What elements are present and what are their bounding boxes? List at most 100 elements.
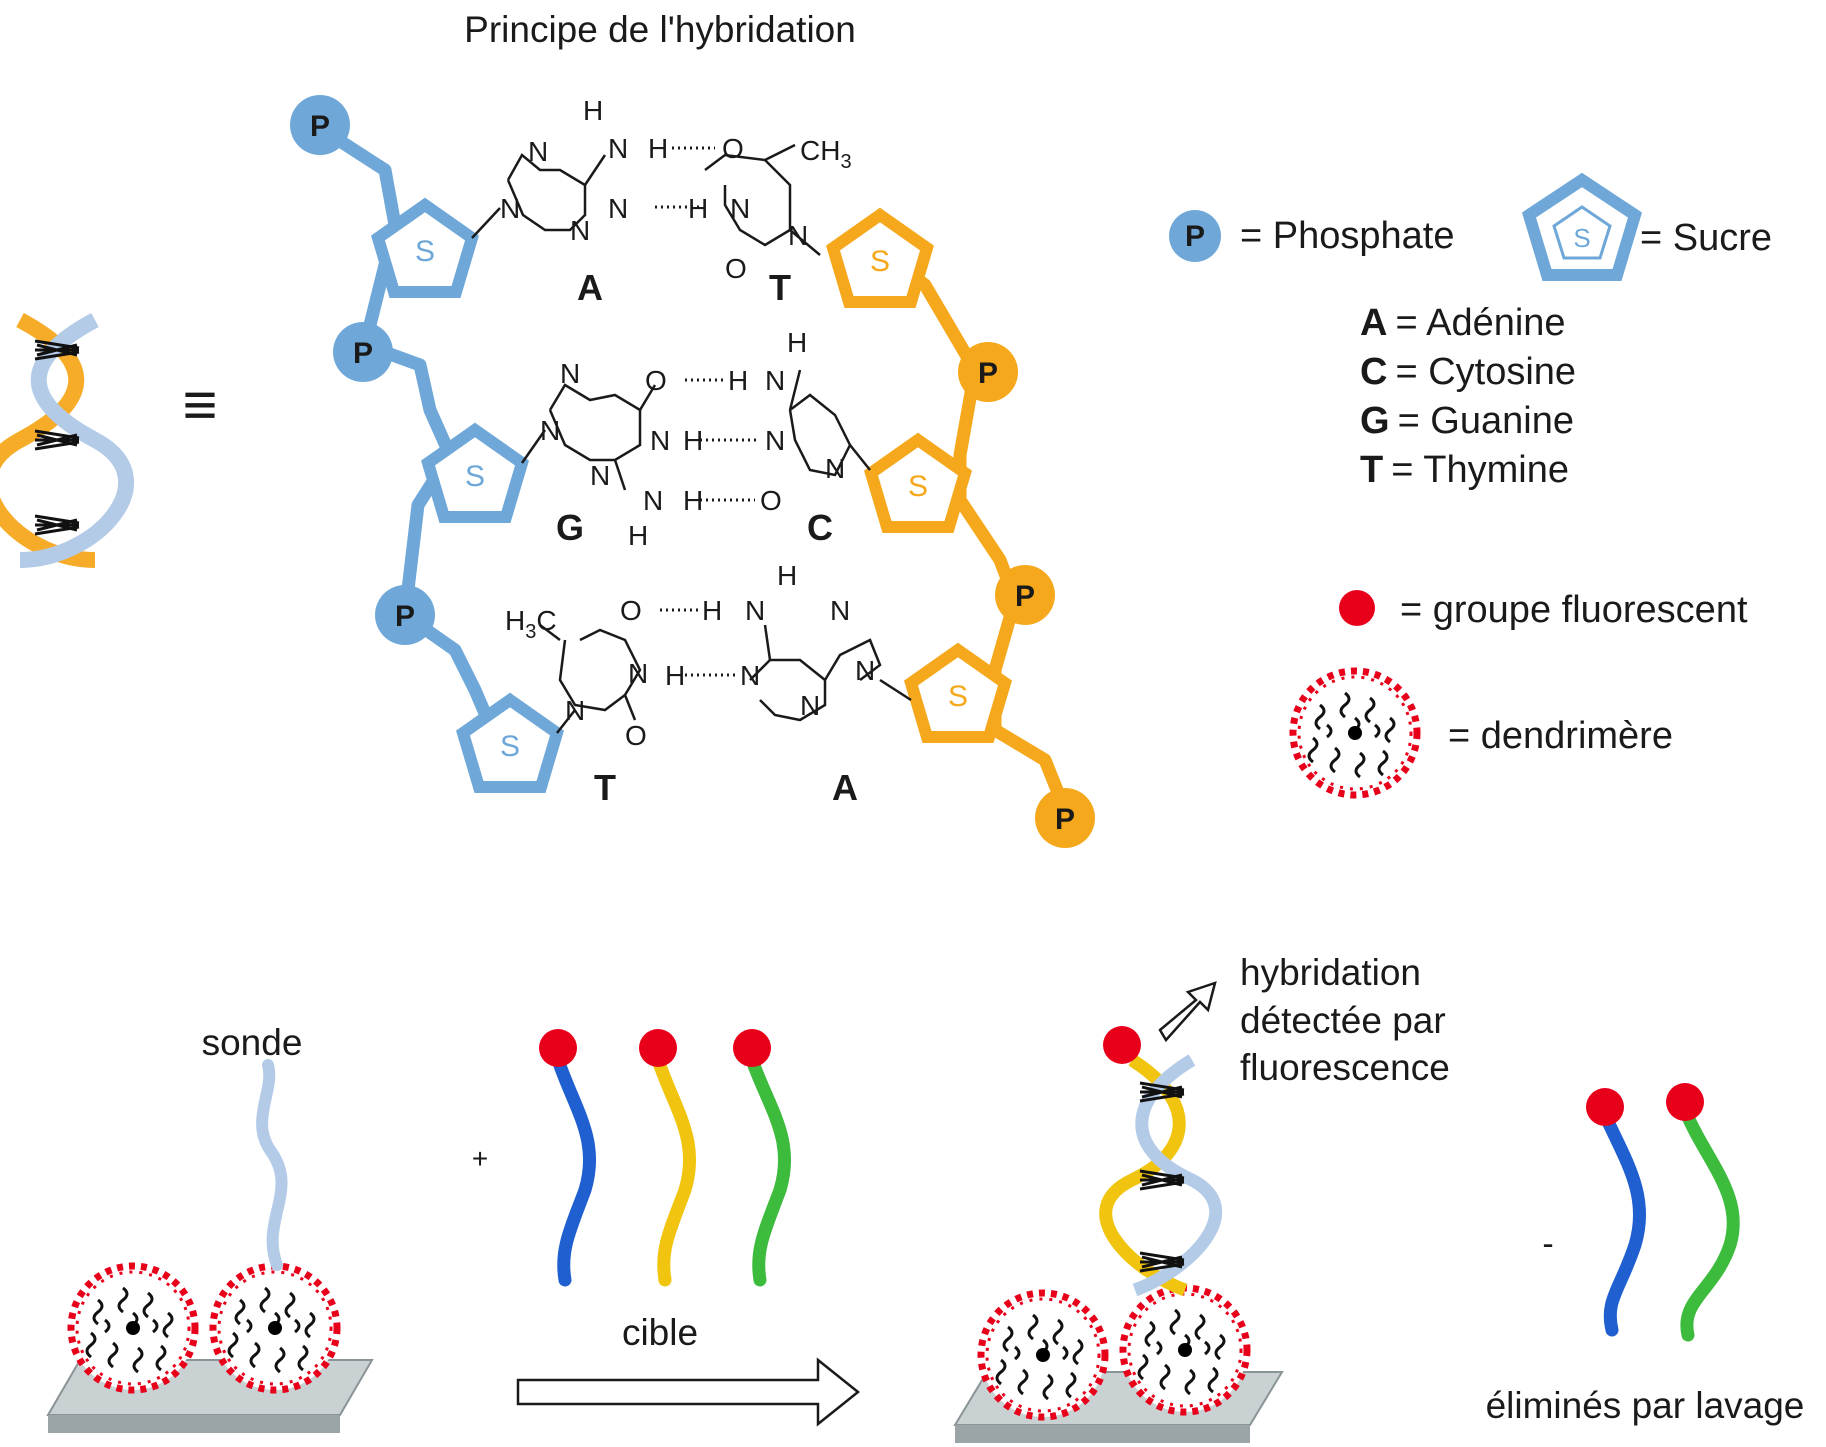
svg-text:O: O xyxy=(725,253,747,284)
svg-text:N: N xyxy=(590,460,610,491)
svg-text:H: H xyxy=(683,485,703,516)
svg-text:N: N xyxy=(570,215,590,246)
phosphate-blue-3: P xyxy=(375,585,435,645)
svg-text:H: H xyxy=(665,660,685,691)
svg-text:= groupe fluorescent: = groupe fluorescent xyxy=(1400,589,1748,631)
phosphate-blue-2: P xyxy=(333,322,393,382)
svg-text:O: O xyxy=(722,133,744,164)
svg-text:C= Cytosine: C= Cytosine xyxy=(1360,351,1576,393)
orange-sugar-3: S xyxy=(904,642,1012,743)
svg-text:N: N xyxy=(745,595,765,626)
svg-text:H: H xyxy=(648,133,668,164)
svg-text:H: H xyxy=(702,595,722,626)
legend: P = Phosphate S = Sucre A= Adénine C= Cy… xyxy=(1169,172,1772,795)
svg-text:T: T xyxy=(769,267,791,308)
svg-text:P: P xyxy=(1185,220,1205,253)
svg-text:N: N xyxy=(565,695,585,726)
svg-text:O: O xyxy=(760,485,782,516)
svg-text:N: N xyxy=(643,485,663,516)
svg-text:N: N xyxy=(608,133,628,164)
svg-text:O: O xyxy=(645,365,667,396)
svg-text:N: N xyxy=(825,453,845,484)
svg-text:N: N xyxy=(788,220,808,251)
svg-text:O: O xyxy=(620,595,642,626)
phosphate-orange-2: P xyxy=(995,565,1055,625)
svg-text:S: S xyxy=(948,680,968,713)
svg-text:N: N xyxy=(560,358,580,389)
washed-step: - éliminés par lavage xyxy=(1486,1083,1805,1426)
legend-fluorescent: = groupe fluorescent xyxy=(1339,589,1748,631)
svg-text:S: S xyxy=(500,730,520,763)
target-strands xyxy=(539,1029,792,1287)
svg-text:H: H xyxy=(787,327,807,358)
svg-text:N: N xyxy=(830,595,850,626)
probe-label: sonde xyxy=(202,1022,303,1063)
dna-helix-icon xyxy=(0,312,135,568)
svg-text:P: P xyxy=(310,110,330,143)
diagram-title: Principe de l'hybridation xyxy=(464,9,856,50)
base-pair-g-c: N N N O N N H H N H H N N H O G C xyxy=(520,327,871,551)
svg-text:O: O xyxy=(625,720,647,751)
svg-text:= dendrimère: = dendrimère xyxy=(1448,715,1673,757)
legend-sugar: S = Sucre xyxy=(1521,172,1772,281)
orange-sugar-1: S xyxy=(826,207,934,308)
svg-text:A= Adénine: A= Adénine xyxy=(1360,302,1566,344)
svg-text:N: N xyxy=(765,425,785,456)
svg-text:A: A xyxy=(577,267,603,308)
legend-dendrimer: = dendrimère xyxy=(1293,671,1673,795)
blue-backbone xyxy=(316,122,496,728)
legend-bases: A= Adénine C= Cytosine G= Guanine T= Thy… xyxy=(1360,302,1576,491)
orange-sugar-2: S xyxy=(864,432,972,533)
svg-text:T= Thymine: T= Thymine xyxy=(1360,449,1569,491)
svg-text:N: N xyxy=(628,658,648,689)
blue-sugar-2: S xyxy=(421,422,529,523)
svg-text:P: P xyxy=(1055,803,1075,836)
svg-text:N: N xyxy=(740,660,760,691)
svg-text:= Sucre: = Sucre xyxy=(1640,217,1772,259)
blue-sugar-1: S xyxy=(371,197,479,298)
phosphate-blue-1: P xyxy=(290,95,350,155)
target-label: cible xyxy=(622,1312,698,1353)
svg-text:S: S xyxy=(908,470,928,503)
target-arrow: cible xyxy=(516,1312,861,1427)
base-pair-t-a: H3C O N N O H N H H N N N N T A xyxy=(505,560,912,808)
detected-label-3: fluorescence xyxy=(1240,1047,1450,1088)
svg-text:P: P xyxy=(978,357,998,390)
hybridized-step: hybridation détectée par fluorescence xyxy=(953,952,1450,1443)
blue-sugar-3: S xyxy=(456,692,564,793)
svg-text:H: H xyxy=(688,193,708,224)
svg-text:N: N xyxy=(650,425,670,456)
svg-text:N: N xyxy=(608,193,628,224)
svg-text:P: P xyxy=(395,600,415,633)
svg-text:N: N xyxy=(730,193,750,224)
svg-text:H: H xyxy=(628,520,648,551)
svg-text:N: N xyxy=(765,365,785,396)
svg-text:N: N xyxy=(855,655,875,686)
svg-text:C: C xyxy=(807,507,833,548)
plus-sign: + xyxy=(472,1143,488,1174)
svg-text:N: N xyxy=(500,193,520,224)
svg-text:H: H xyxy=(777,560,797,591)
svg-text:N: N xyxy=(540,415,560,446)
svg-text:A: A xyxy=(832,767,858,808)
equivalence-symbol: ≡ xyxy=(182,371,217,438)
orange-backbone xyxy=(876,244,1072,813)
svg-text:H: H xyxy=(728,365,748,396)
svg-text:G: G xyxy=(556,507,584,548)
detected-label-1: hybridation xyxy=(1240,952,1421,993)
svg-text:N: N xyxy=(800,690,820,721)
probe-step: sonde xyxy=(46,1022,374,1433)
svg-text:H: H xyxy=(583,95,603,126)
base-pair-a-t: N N N N H N H H O N N O CH3 A T xyxy=(471,95,852,308)
washed-label: éliminés par lavage xyxy=(1486,1385,1805,1426)
svg-text:= Phosphate: = Phosphate xyxy=(1240,215,1454,257)
svg-text:S: S xyxy=(870,245,890,278)
svg-text:P: P xyxy=(1015,580,1035,613)
detected-label-2: détectée par xyxy=(1240,1000,1446,1041)
minus-sign: - xyxy=(1542,1225,1553,1263)
svg-text:T: T xyxy=(594,767,616,808)
phosphate-orange-3: P xyxy=(1035,788,1095,848)
svg-text:CH3: CH3 xyxy=(800,135,852,173)
svg-text:N: N xyxy=(528,136,548,167)
